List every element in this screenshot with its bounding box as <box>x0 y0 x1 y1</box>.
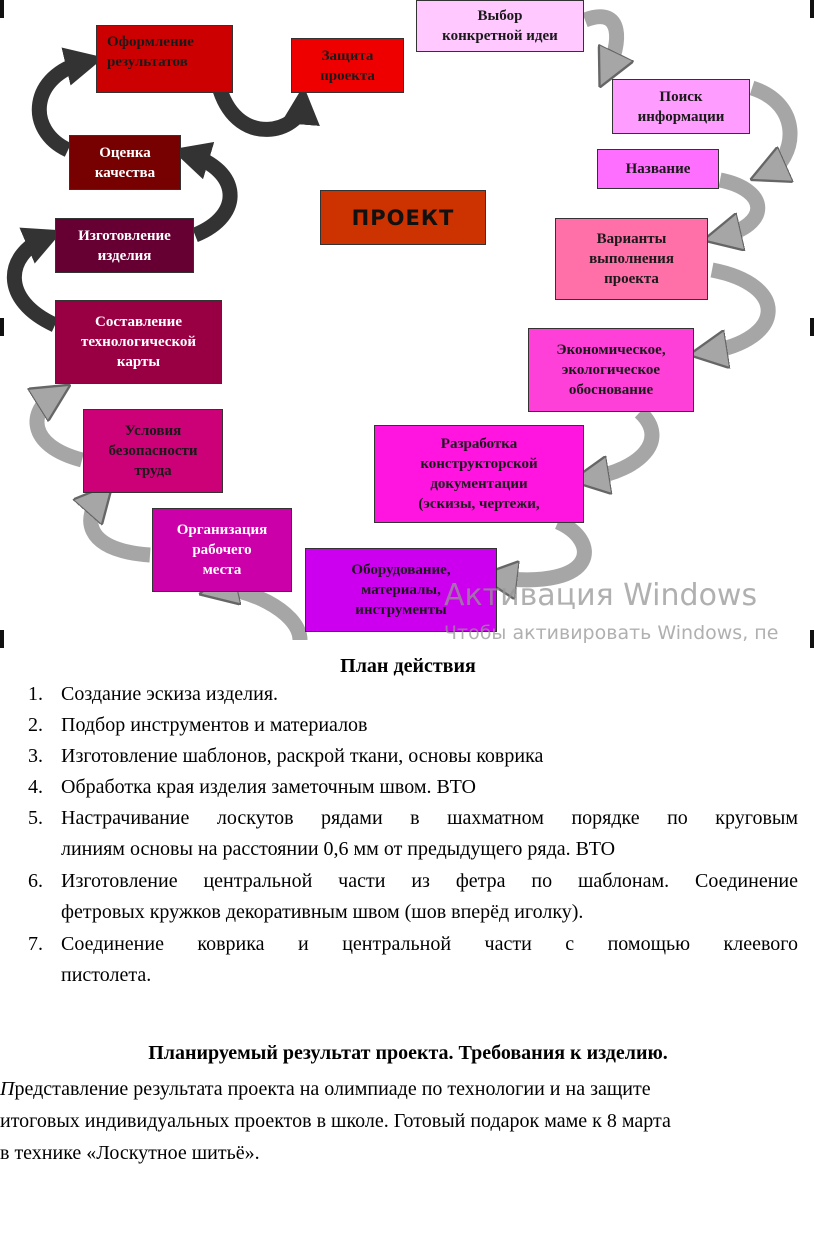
project-cycle-diagram: ПРОЕКТ Выбор конкретной идеи Поиск инфор… <box>0 0 814 648</box>
step-poisk: Поиск информации <box>612 79 750 134</box>
step-sostav: Составление технологической карты <box>55 300 222 384</box>
list-number: 6. <box>28 870 43 892</box>
arrows-layer <box>6 9 798 642</box>
step-oborud: Оборудование, материалы, инструменты <box>305 548 497 632</box>
center-box: ПРОЕКТ <box>320 190 486 245</box>
list-number: 1. <box>28 683 43 705</box>
list-text-line1: Изготовление центральной части из фетра … <box>61 870 798 892</box>
step-vybor: Выбор конкретной идеи <box>416 0 584 52</box>
watermark-line1: Активация Windows <box>444 578 758 613</box>
step-razrabotka: Разработка конструкторской документации … <box>374 425 584 523</box>
arrow-nazvanie-varianty <box>720 172 766 236</box>
arrow-vybor-poisk <box>582 9 617 70</box>
corner-mark-mr <box>810 318 814 336</box>
result-paragraph: Представление результата проекта на олим… <box>0 1073 808 1169</box>
list-text: Изготовление шаблонов, раскрой ткани, ос… <box>61 745 544 767</box>
watermark-line2: Чтобы активировать Windows, пе <box>444 622 779 644</box>
arrow-varianty-ekonom <box>708 262 776 352</box>
arrow-usloviya-sostav <box>37 395 85 468</box>
arrow-oform-zashita <box>212 85 320 137</box>
list-text-line2: линиям основы на расстоянии 0,6 мм от пр… <box>61 838 616 860</box>
corner-mark-ml <box>0 318 4 336</box>
list-item: 5. Настрачивание лоскутов рядами в шахма… <box>28 803 798 865</box>
arrow-ocenka-oform <box>31 47 104 157</box>
list-text-line1: Соединение коврика и центральной части с… <box>61 933 798 955</box>
step-usloviya: Условия безопасности труда <box>83 409 223 493</box>
result-line3: в технике «Лоскутное шитьё». <box>0 1142 260 1164</box>
corner-mark-br <box>810 630 814 648</box>
result-line2: итоговых индивидуальных проектов в школе… <box>0 1110 671 1132</box>
step-ekonom: Экономическое, экологическое обоснование <box>528 328 694 412</box>
plan-title: План действия <box>340 655 476 677</box>
arrow-oborud-organiz <box>218 589 308 642</box>
list-number: 5. <box>28 807 43 829</box>
list-text-line2: пистолета. <box>61 964 152 986</box>
arrow-ekonom-razrabotka <box>590 406 660 478</box>
list-item: 6. Изготовление центральной части из фет… <box>28 866 798 928</box>
corner-mark-bl <box>0 630 4 648</box>
list-text-line2: фетровых кружков декоративным швом (шов … <box>61 901 584 923</box>
list-number: 2. <box>28 714 43 736</box>
result-line1-text: редставление результата проекта на олимп… <box>14 1078 651 1100</box>
list-number: 4. <box>28 776 43 798</box>
result-first-letter: П <box>0 1078 15 1100</box>
list-text: Создание эскиза изделия. <box>61 683 279 705</box>
step-varianty: Варианты выполнения проекта <box>555 218 708 300</box>
list-text-line1: Настрачивание лоскутов рядами в шахматно… <box>61 807 798 829</box>
arrow-izgotov-ocenka <box>171 141 238 242</box>
arrow-poisk-nazvanie <box>752 80 798 172</box>
step-organiz: Организация рабочего места <box>152 508 292 592</box>
list-text: Подбор инструментов и материалов <box>61 714 368 736</box>
list-item: 7. Соединение коврика и центральной част… <box>28 929 798 991</box>
list-text: Обработка края изделия заметочным швом. … <box>61 776 476 798</box>
step-zashita: Защита проекта <box>291 38 404 93</box>
step-ocenka: Оценка качества <box>69 135 181 190</box>
corner-mark-tr <box>810 0 814 18</box>
arrow-razrabotka-oborud <box>498 515 592 580</box>
step-oform: Оформление результатов <box>96 25 233 93</box>
result-line1: Представление результата проекта на олим… <box>0 1073 808 1105</box>
list-number: 3. <box>28 745 43 767</box>
result-title: Планируемый результат проекта. Требовани… <box>148 1042 668 1064</box>
arrow-sostav-izgotov <box>6 227 63 332</box>
list-number: 7. <box>28 933 43 955</box>
arrow-organiz-usloviya <box>91 498 151 563</box>
step-izgotov: Изготовление изделия <box>55 218 194 273</box>
corner-mark-tl <box>0 0 4 18</box>
step-nazvanie: Название <box>597 149 719 189</box>
